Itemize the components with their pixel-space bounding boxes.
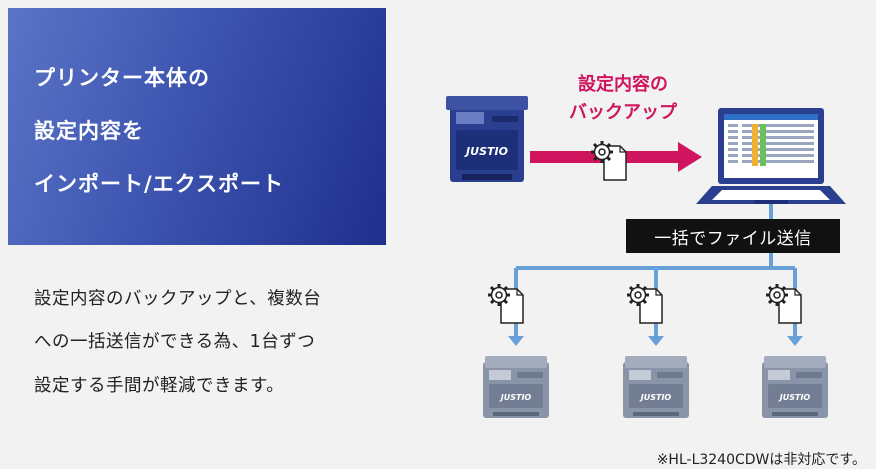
printer-icon [762,356,828,418]
title-line-1: プリンター本体の [34,66,210,90]
backup-label-line-1: 設定内容の [578,74,668,95]
laptop-icon [696,108,846,204]
send-banner: 一括でファイル送信 [626,219,840,253]
title-line-2: 設定内容を [34,119,144,143]
settings-file-icon [766,284,801,323]
description-line-2: への一括送信ができる為、1台ずつ [34,332,316,352]
description-line-3: 設定する手間が軽減できます。 [34,376,285,396]
backup-label-line-2: バックアップ [569,102,677,123]
printer-logo: JUSTIO [464,145,508,158]
printer-icon [623,356,689,418]
title-line-3: インポート/エクスポート [34,172,285,196]
settings-file-icon [627,284,662,323]
footnote: ※HL-L3240CDWは非対応です。 [656,452,866,468]
description-line-1: 設定内容のバックアップと、複数台 [34,289,322,309]
printer-icon: JUSTIO [446,96,528,182]
settings-file-icon [488,284,523,323]
title-panel [8,8,386,245]
printer-icon [483,356,549,418]
distribution-arrowheads [508,336,803,346]
